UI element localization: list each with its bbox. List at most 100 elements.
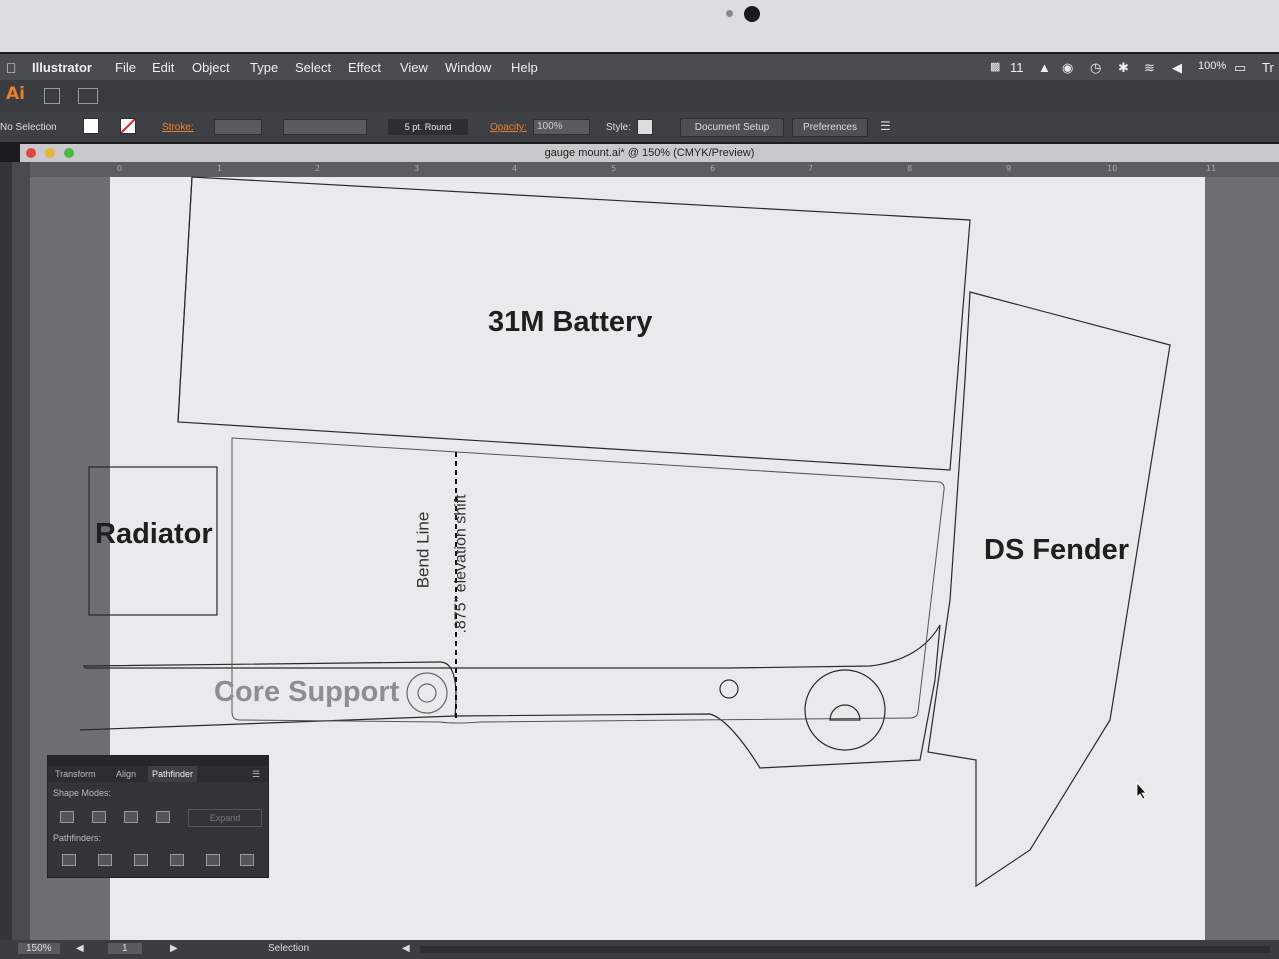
preferences-button[interactable]: Preferences xyxy=(792,118,868,137)
next-artboard-icon[interactable]: ▶ xyxy=(170,943,178,954)
menu-edit[interactable]: Edit xyxy=(152,60,175,75)
exclude-icon[interactable] xyxy=(156,811,170,823)
camera xyxy=(744,6,760,22)
top-ruler[interactable]: 0 1 2 3 4 5 6 7 8 9 10 11 xyxy=(20,162,1279,177)
menu-view[interactable]: View xyxy=(400,60,428,75)
scroll-left-icon[interactable]: ◀ xyxy=(402,943,410,954)
brush-definition[interactable]: 5 pt. Round xyxy=(388,119,468,135)
battery-left-edge xyxy=(177,176,193,423)
core-support-hole-inner xyxy=(417,683,437,703)
panel-menu-icon[interactable]: ☰ xyxy=(252,769,261,779)
graphic-style-swatch[interactable] xyxy=(637,119,653,135)
battery-percent: 100% xyxy=(1198,60,1227,72)
mount-plate-outline xyxy=(231,437,945,724)
mount-hole-large xyxy=(804,669,886,751)
horizontal-scrollbar[interactable] xyxy=(420,946,1270,953)
arrange-icon[interactable]: ☰ xyxy=(880,119,891,133)
tab-transform[interactable]: Transform xyxy=(55,769,96,779)
menu-object[interactable]: Object xyxy=(192,60,230,75)
artboard-number[interactable]: 1 xyxy=(108,943,142,954)
mount-hole-small xyxy=(719,679,739,699)
menu-file[interactable]: File xyxy=(115,60,136,75)
core-support-label[interactable]: Core Support xyxy=(214,676,400,708)
radiator-outline xyxy=(88,466,218,616)
ruler-tick: 5 xyxy=(611,164,617,173)
tab-align[interactable]: Align xyxy=(116,769,137,779)
menu-effect[interactable]: Effect xyxy=(348,60,382,75)
core-support-hole-outer xyxy=(406,672,448,714)
menu-type[interactable]: Type xyxy=(250,60,279,75)
battery-label[interactable]: 31M Battery xyxy=(488,306,653,338)
time-machine-icon[interactable]: ◷ xyxy=(1090,60,1102,75)
ruler-tick: 10 xyxy=(1107,164,1118,173)
document-setup-button[interactable]: Document Setup xyxy=(680,118,784,137)
fender-label[interactable]: DS Fender xyxy=(984,534,1130,566)
intersect-icon[interactable] xyxy=(124,811,138,823)
first-artboard-icon[interactable]: ◀ xyxy=(76,943,84,954)
minus-front-icon[interactable] xyxy=(92,811,106,823)
pathfinder-panel[interactable]: Transform Align Pathfinder ☰ Shape Modes… xyxy=(47,755,269,878)
pathfinders-label: Pathfinders: xyxy=(53,833,102,843)
sync-icon[interactable]: ◉ xyxy=(1062,60,1074,75)
apple-icon[interactable]:  xyxy=(6,60,17,76)
panel-tabs: Transform Align Pathfinder ☰ xyxy=(48,766,268,782)
document-title: gauge mount.ai* @ 150% (CMYK/Preview) xyxy=(544,147,755,159)
volume-icon[interactable]: ◀ xyxy=(1172,60,1182,75)
battery-icon[interactable]: ▭ xyxy=(1234,60,1247,75)
ruler-tick: 9 xyxy=(1006,164,1012,173)
stroke-label[interactable]: Stroke: xyxy=(162,122,194,133)
adobe-badge-icon[interactable]: ▩ xyxy=(990,61,1001,73)
fender-outline xyxy=(927,291,1171,888)
opacity-field[interactable]: 100% xyxy=(533,119,590,135)
panel-header[interactable] xyxy=(48,756,268,766)
wifi-icon[interactable]: ≋ xyxy=(1144,60,1155,75)
arrange-documents-icon[interactable] xyxy=(78,88,98,104)
stroke-swatch[interactable] xyxy=(120,118,136,134)
fill-swatch[interactable] xyxy=(83,118,99,134)
zoom-window-button[interactable] xyxy=(64,148,74,158)
user-name[interactable]: Tr xyxy=(1262,60,1274,75)
ruler-tick: 2 xyxy=(315,164,321,173)
outline-icon[interactable] xyxy=(206,854,220,866)
minus-back-icon[interactable] xyxy=(240,854,254,866)
crop-icon[interactable] xyxy=(170,854,184,866)
ruler-tick: 8 xyxy=(907,164,913,173)
radiator-label[interactable]: Radiator xyxy=(95,518,213,550)
divide-icon[interactable] xyxy=(62,854,76,866)
drive-icon[interactable]: ▲ xyxy=(1038,60,1051,75)
stroke-weight-field[interactable] xyxy=(214,119,262,135)
status-bar: 150% ◀ 1 ▶ Selection ◀ xyxy=(0,940,1279,959)
style-label: Style: xyxy=(606,122,632,133)
trim-icon[interactable] xyxy=(98,854,112,866)
menu-select[interactable]: Select xyxy=(295,60,332,75)
current-tool[interactable]: Selection xyxy=(268,943,310,954)
application-bar xyxy=(0,80,1279,112)
ruler-tick: 3 xyxy=(414,164,420,173)
bluetooth-icon[interactable]: ✱ xyxy=(1118,60,1129,75)
core-support-outline xyxy=(79,624,941,769)
mouse-cursor-icon xyxy=(1136,782,1147,800)
expand-button[interactable]: Expand xyxy=(188,809,262,827)
ruler-tick: 1 xyxy=(217,164,223,173)
menu-help[interactable]: Help xyxy=(511,60,538,75)
minimize-window-button[interactable] xyxy=(45,148,55,158)
control-bar: No Selection Stroke: 5 pt. Round Opacity… xyxy=(0,112,1279,142)
menu-window[interactable]: Window xyxy=(445,60,492,75)
close-window-button[interactable] xyxy=(26,148,36,158)
opacity-label[interactable]: Opacity: xyxy=(490,122,527,133)
bridge-icon[interactable] xyxy=(44,88,60,104)
ruler-tick: 7 xyxy=(808,164,814,173)
tools-panel[interactable] xyxy=(0,162,12,942)
menu-app-name[interactable]: Illustrator xyxy=(32,60,92,75)
tab-pathfinder[interactable]: Pathfinder xyxy=(148,766,198,782)
adobe-badge-count: 11 xyxy=(1010,60,1024,75)
merge-icon[interactable] xyxy=(134,854,148,866)
variable-width-field[interactable] xyxy=(283,119,367,135)
unite-icon[interactable] xyxy=(60,811,74,823)
zoom-level[interactable]: 150% xyxy=(18,943,60,954)
shape-modes-label: Shape Modes: xyxy=(53,788,112,798)
elevation-label[interactable]: .875" elevation shift xyxy=(452,494,470,634)
artboard[interactable] xyxy=(110,177,1205,942)
bend-line-label[interactable]: Bend Line xyxy=(413,511,433,589)
